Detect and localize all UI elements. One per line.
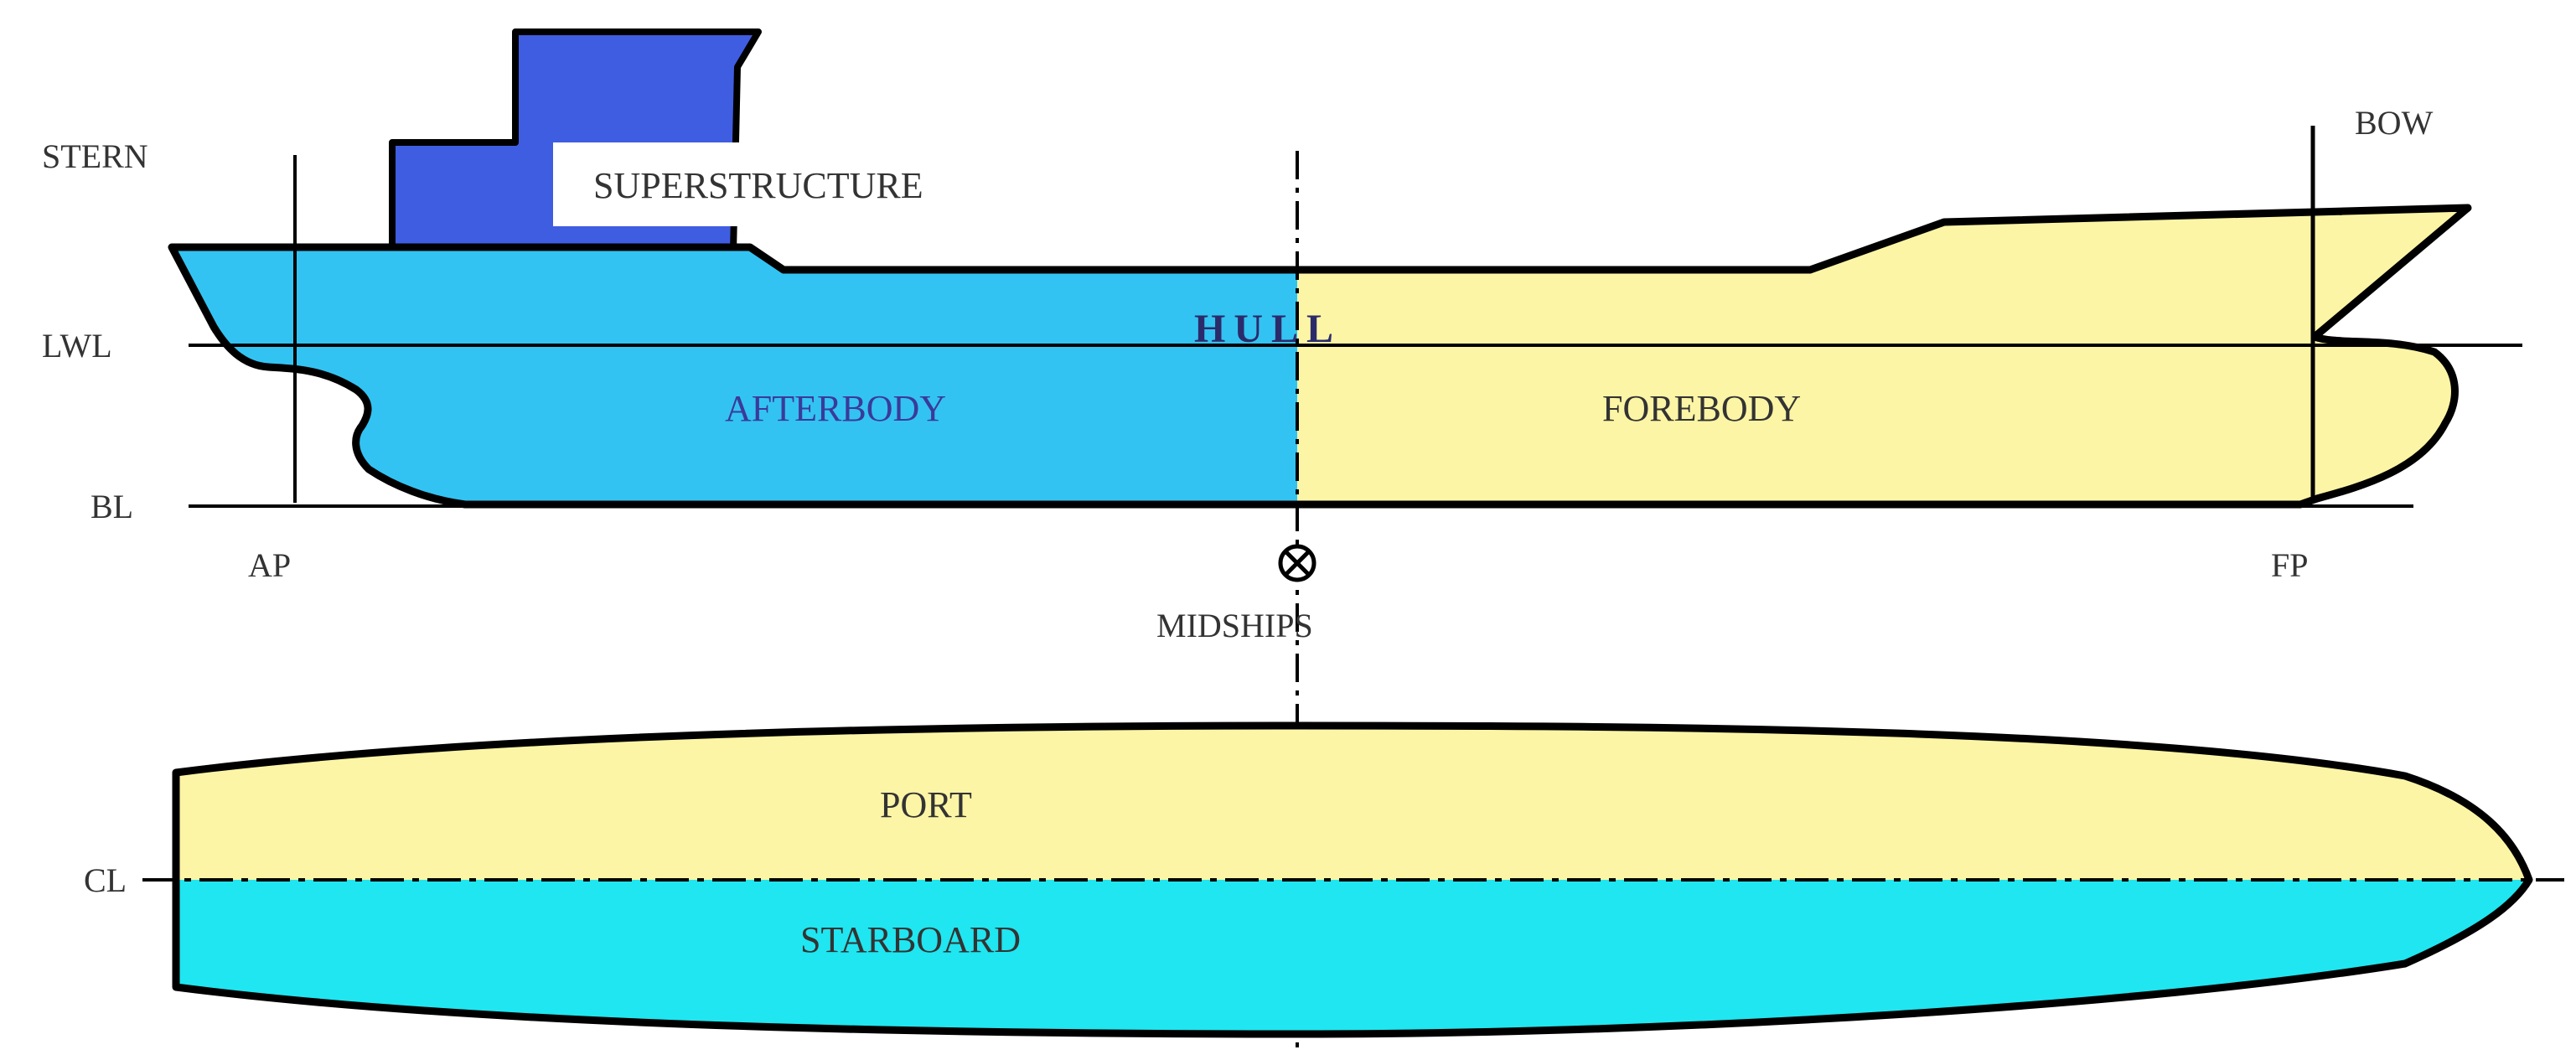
- fp-label: FP: [2271, 546, 2309, 584]
- ap-label: AP: [248, 546, 291, 584]
- afterbody-region: [172, 247, 1297, 504]
- bow-label: BOW: [2355, 104, 2434, 142]
- port-region: [176, 726, 2529, 880]
- superstructure-label-box: [553, 142, 1098, 226]
- hull-label: HULL: [1194, 307, 1342, 351]
- cl-label: CL: [84, 861, 127, 899]
- plan-outline: [172, 721, 2533, 1038]
- lwl-label: LWL: [42, 327, 112, 365]
- circled-x-icon: [1278, 544, 1316, 582]
- superstructure-label: SUPERSTRUCTURE: [593, 165, 923, 206]
- starboard-region: [176, 880, 2529, 1034]
- port-label: PORT: [880, 784, 972, 825]
- bl-label: BL: [91, 488, 133, 525]
- midships-label: MIDSHIPS: [1156, 607, 1313, 644]
- forebody-label: FOREBODY: [1602, 388, 1801, 429]
- afterbody-label: AFTERBODY: [725, 388, 946, 429]
- stern-label: STERN: [42, 137, 148, 175]
- hull-outline: [168, 204, 2472, 509]
- forebody-region: [1297, 208, 2468, 504]
- starboard-label: STARBOARD: [800, 919, 1021, 960]
